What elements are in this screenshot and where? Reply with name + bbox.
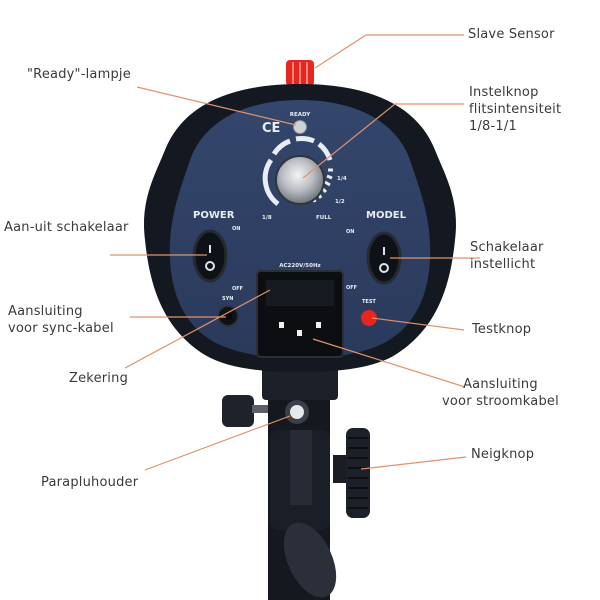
label-power-switch-text: Aan-uit schakelaar bbox=[4, 220, 129, 235]
slave-sensor bbox=[286, 60, 314, 86]
dial-quarter-text: 1/4 bbox=[337, 176, 347, 182]
label-power-socket-line2: voor stroomkabel bbox=[442, 394, 559, 409]
label-slave-sensor-text: Slave Sensor bbox=[468, 27, 555, 42]
label-umbrella-holder-text: Parapluhouder bbox=[41, 475, 139, 490]
dial-half-text: 1/2 bbox=[335, 199, 345, 205]
model-text: MODEL bbox=[366, 210, 407, 221]
power-off-text: OFF bbox=[232, 286, 243, 292]
power-switch bbox=[192, 229, 228, 283]
label-fuse-text: Zekering bbox=[69, 371, 129, 386]
label-intensity-line2: flitsintensiteit bbox=[469, 102, 562, 117]
label-fuse: Zekering bbox=[69, 370, 128, 387]
tilt-knob bbox=[333, 428, 370, 518]
intensity-knob bbox=[275, 155, 325, 205]
label-model-line2: instellicht bbox=[470, 257, 536, 272]
test-button bbox=[361, 310, 377, 326]
label-intensity-line3: 1/8-1/1 bbox=[469, 119, 517, 134]
label-intensity-line1: Instelknop bbox=[469, 85, 539, 100]
label-intensity-knob: Instelknop flitsintensiteit 1/8-1/1 bbox=[469, 84, 561, 135]
model-on-text: ON bbox=[346, 229, 354, 235]
label-tilt-knob: Neigknop bbox=[471, 446, 534, 463]
label-umbrella-holder: Parapluhouder bbox=[41, 474, 138, 491]
label-power-socket: Aansluiting voor stroomkabel bbox=[442, 376, 559, 410]
control-panel bbox=[169, 100, 431, 358]
label-ready-lamp-text: "Ready"-lampje bbox=[27, 67, 131, 82]
label-test-button-text: Testknop bbox=[472, 322, 532, 337]
model-off-text: OFF bbox=[346, 285, 357, 291]
label-slave-sensor: Slave Sensor bbox=[468, 26, 555, 43]
test-text: TEST bbox=[362, 299, 376, 305]
syn-text: SYN bbox=[222, 296, 233, 302]
ce-mark: CE bbox=[262, 121, 280, 136]
label-tilt-knob-text: Neigknop bbox=[471, 447, 535, 462]
intensity-scale bbox=[262, 136, 333, 206]
label-sync-line2: voor sync-kabel bbox=[8, 321, 114, 336]
label-power-socket-line1: Aansluiting bbox=[463, 377, 538, 392]
label-test-button: Testknop bbox=[472, 321, 531, 338]
dial-full-text: FULL bbox=[316, 215, 332, 221]
fuse-drawer bbox=[266, 280, 334, 306]
label-sync-socket: Aansluiting voor sync-kabel bbox=[8, 303, 114, 337]
ready-text: READY bbox=[290, 112, 311, 118]
leader-lines bbox=[110, 34, 480, 471]
label-model-switch: Schakelaar instellicht bbox=[470, 239, 544, 273]
ready-lamp bbox=[293, 120, 307, 134]
label-ready-lamp: "Ready"-lampje bbox=[27, 66, 131, 83]
label-power-switch: Aan-uit schakelaar bbox=[4, 219, 129, 236]
power-on-text: ON bbox=[232, 226, 240, 232]
umbrella-holder bbox=[222, 395, 309, 427]
label-sync-line1: Aansluiting bbox=[8, 304, 83, 319]
label-model-line1: Schakelaar bbox=[470, 240, 544, 255]
power-text: POWER bbox=[193, 210, 235, 221]
dial-min-text: 1/8 bbox=[262, 215, 272, 221]
ac-rating-text: AC220V/50Hz bbox=[279, 263, 321, 269]
